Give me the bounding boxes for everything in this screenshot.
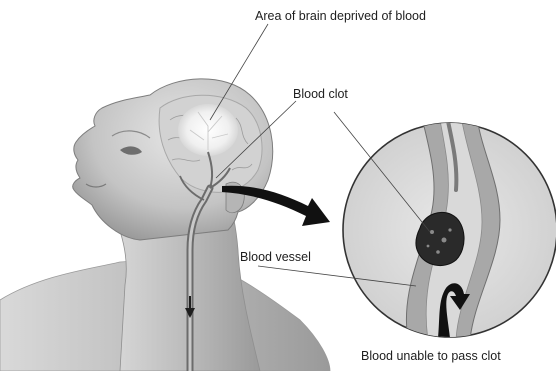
label-blood-vessel: Blood vessel <box>240 250 311 264</box>
label-blood-unable: Blood unable to pass clot <box>361 349 501 363</box>
magnified-view <box>343 110 556 340</box>
label-blood-clot: Blood clot <box>293 87 348 101</box>
label-area-deprived: Area of brain deprived of blood <box>255 9 426 23</box>
